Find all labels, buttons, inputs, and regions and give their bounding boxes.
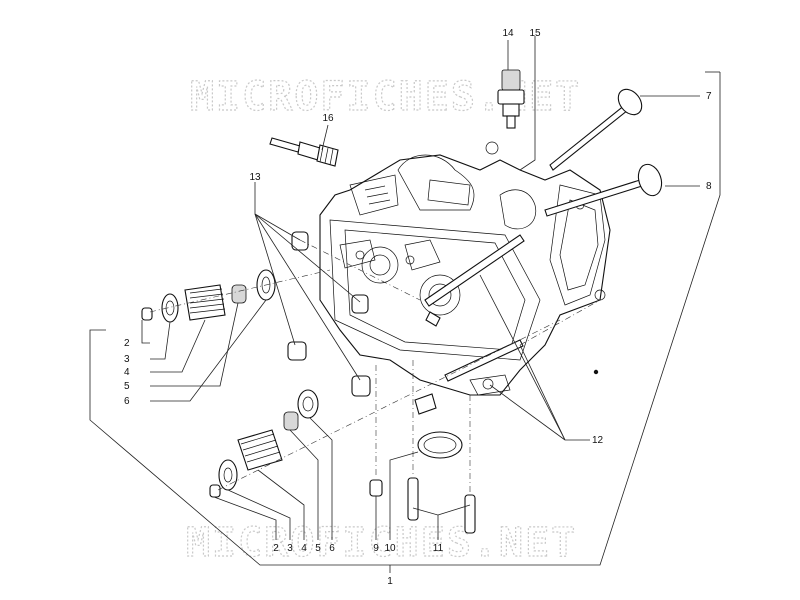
callout-2-upper: 2 [124,338,130,349]
callout-4-lower: 4 [301,543,307,554]
leader-lines [141,36,700,540]
callout-6-lower: 6 [329,543,335,554]
callout-5-upper: 5 [124,381,130,392]
long-bolts [414,234,525,415]
callout-1: 1 [387,576,393,587]
callout-8: 8 [706,181,712,192]
callout-9: 9 [373,543,379,554]
callout-4-upper: 4 [124,367,130,378]
spark-plug [269,137,339,167]
callout-6-upper: 6 [124,396,130,407]
callout-7: 7 [706,91,712,102]
studs [407,477,476,534]
callout-15: 15 [529,28,541,39]
watermark-bottom: MICROFICHES.NET [186,520,577,566]
valve-7 [549,88,643,171]
callout-2-lower: 2 [273,543,279,554]
callout-16: 16 [322,113,334,124]
callout-11: 11 [433,543,444,554]
callout-3-lower: 3 [287,543,293,554]
cap-nuts [287,231,371,397]
callout-10: 10 [384,543,396,554]
callout-12: 12 [592,435,604,446]
reference-dot [593,369,599,375]
assembly-bracket [89,71,721,573]
dowel-pin [369,479,383,497]
callout-13: 13 [249,172,261,183]
callout-3-upper: 3 [124,354,130,365]
cylinder-head [319,141,611,396]
callout-14: 14 [502,28,514,39]
temperature-sensor [497,69,525,129]
center-lines [149,239,601,493]
lower-valve-parts [209,389,319,498]
valve-8 [544,163,663,217]
callout-5-lower: 5 [315,543,321,554]
callout-labels: 14 15 7 8 16 13 2 3 4 5 6 2 3 4 5 6 9 10… [124,28,712,587]
o-ring [417,431,463,459]
